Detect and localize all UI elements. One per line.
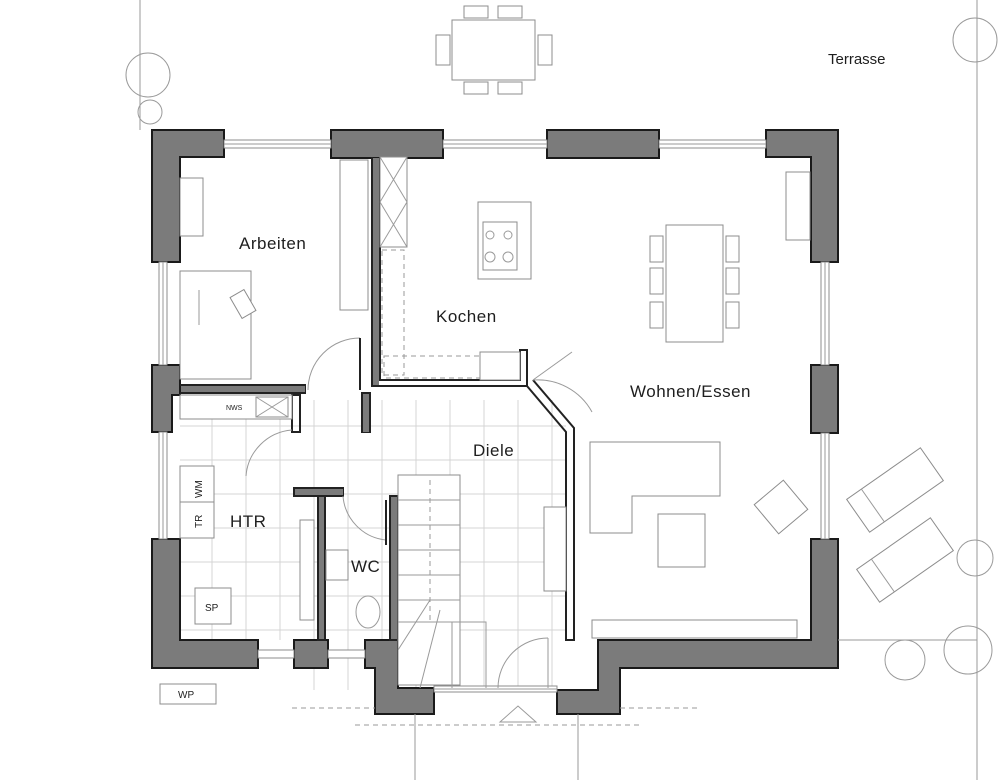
- interior-walls: [180, 157, 575, 641]
- living-furniture: [543, 171, 811, 639]
- kitchen-furniture: [379, 156, 532, 381]
- label-nws: NWS: [226, 405, 243, 412]
- windows: [158, 139, 830, 693]
- label-kochen: Kochen: [436, 307, 497, 326]
- label-wm: WM: [194, 480, 205, 498]
- office-furniture: [179, 159, 369, 380]
- staircase: [397, 474, 487, 689]
- utility-furniture: [179, 394, 381, 629]
- room-labels: Terrasse Arbeiten Kochen Wohnen/Essen Di…: [178, 51, 886, 701]
- doors: [245, 337, 593, 689]
- label-sp: SP: [205, 603, 219, 614]
- label-diele: Diele: [473, 441, 514, 460]
- label-arbeiten: Arbeiten: [239, 234, 306, 253]
- label-wohnen-essen: Wohnen/Essen: [630, 382, 751, 401]
- terrace: [125, 0, 998, 780]
- label-tr: TR: [194, 515, 205, 528]
- label-terrasse: Terrasse: [828, 51, 886, 68]
- label-htr: HTR: [230, 512, 266, 531]
- label-wc: WC: [351, 557, 380, 576]
- label-wp: WP: [178, 690, 194, 701]
